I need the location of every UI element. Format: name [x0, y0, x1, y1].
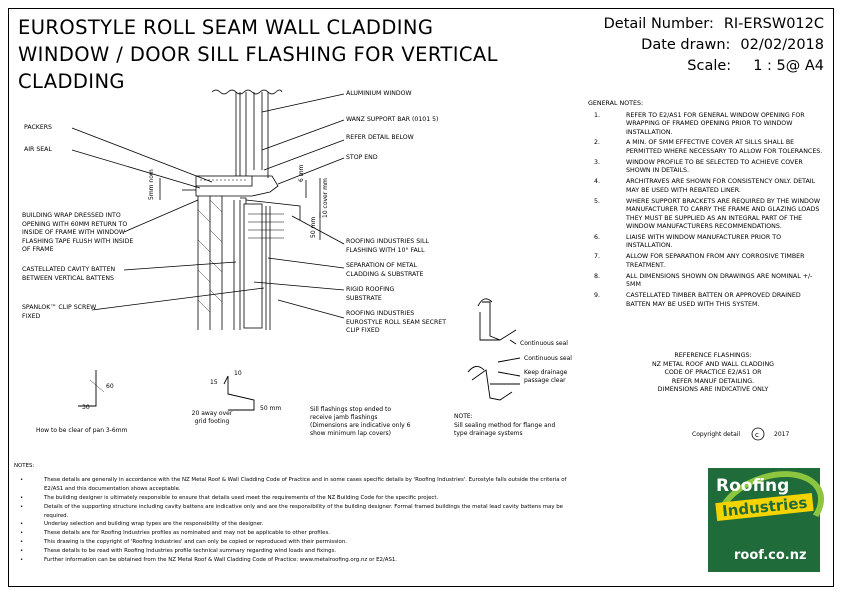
- general-notes: GENERAL NOTES: 1.REFER TO E2/AS1 FOR GEN…: [588, 100, 824, 312]
- general-notes-heading: GENERAL NOTES:: [588, 100, 644, 107]
- label-spanlok: SPANLOK™ CLIP SCREW FIXED: [22, 304, 97, 320]
- note-item: •Details of the supporting structure inc…: [20, 503, 563, 519]
- dim-10-cover: 10 cover mm: [322, 178, 329, 218]
- label-separation: SEPARATION OF METAL CLADDING & SUBSTRATE: [346, 262, 424, 278]
- note-item: •Underlay selection and building wrap ty…: [20, 521, 264, 528]
- general-note-item: 4.ARCHITRAVES ARE SHOWN FOR CONSISTENCY …: [594, 178, 816, 194]
- label-continuous-seal-2: Continuous seal: [524, 355, 572, 362]
- label-hem-note: How to be clear of pan 3-6mm: [36, 427, 128, 434]
- note-item: •Further information can be obtained fro…: [20, 557, 398, 564]
- title-line-3: CLADDING: [18, 70, 125, 93]
- reference-line: NZ METAL ROOF AND WALL CLADDING: [651, 360, 775, 368]
- note-item: •These details to be read with Roofing I…: [20, 548, 337, 555]
- notes-heading: NOTES:: [14, 463, 35, 469]
- general-note-item: 2.A MIN. OF 5mm EFFECTIVE COVER AT SILLS…: [594, 139, 823, 155]
- copyright-year: 2017: [774, 431, 790, 438]
- label-refer-detail: REFER DETAIL BELOW: [346, 134, 414, 141]
- reference-line: REFER MANUF DETAILING.: [671, 377, 755, 385]
- dim-50: 50 mm: [310, 216, 317, 238]
- label-keep-drainage: Keep drainage passage clear: [524, 369, 568, 384]
- general-note-item: 5.WHERE SUPPORT BRACKETS ARE REQUIRED BY…: [594, 197, 821, 231]
- label-grid-note: 20 away over grid footing: [191, 410, 233, 425]
- notes-block: NOTES: •These details are generally in a…: [14, 462, 574, 565]
- svg-text:c: c: [755, 431, 759, 439]
- note-item: •These details are generally in accordan…: [20, 476, 567, 492]
- dim-60: 60: [106, 383, 114, 390]
- note-item: •These details are for Roofing Industrie…: [20, 530, 330, 537]
- label-packers: PACKERS: [24, 124, 52, 131]
- label-aluminium-window: ALUMINIUM WINDOW: [346, 90, 412, 97]
- label-wanz-bar: WANZ SUPPORT BAR (0101 5): [346, 116, 439, 123]
- copyright-text: Copyright detail: [692, 431, 741, 438]
- reference-flashings: REFERENCE FLASHINGS: NZ METAL ROOF AND W…: [638, 352, 788, 395]
- detail-number-row: Detail Number:RI-ERSW012C: [603, 16, 824, 32]
- logo-url: roof.co.nz: [734, 548, 807, 563]
- roofing-industries-logo: Roofing Industries roof.co.nz: [705, 457, 835, 572]
- label-eurostyle-clip: ROOFING INDUSTRIES EUROSTYLE ROLL SEAM S…: [346, 310, 446, 334]
- label-stop-end: STOP END: [346, 154, 378, 161]
- label-air-seal: AIR SEAL: [24, 146, 52, 153]
- copyright-symbol: [751, 427, 765, 441]
- note-item: •The building designer is ultimately res…: [20, 494, 439, 501]
- note-item: •This drawing is the copyright of 'Roofi…: [20, 539, 347, 546]
- label-continuous-seal-1: Continuous seal: [520, 340, 568, 347]
- dim-5mm: 5mm nom: [148, 169, 155, 200]
- flashing-profiles: [78, 298, 521, 411]
- reference-line: DIMENSIONS ARE INDICATIVE ONLY: [657, 386, 769, 394]
- title-block-info: Detail Number:RI-ERSW012C Date drawn:02/…: [594, 14, 824, 77]
- general-note-item: 8.ALL DIMENSIONS SHOWN ON DRAWINGS ARE N…: [594, 272, 813, 289]
- label-sill-note: Sill flashings stop ended to receive jam…: [310, 406, 411, 437]
- title-line-2: WINDOW / DOOR SILL FLASHING FOR VERTICAL: [18, 43, 498, 66]
- reference-line: CODE OF PRACTICE E2/AS1 OR: [664, 369, 762, 377]
- label-note-heading: NOTE:: [454, 413, 473, 420]
- logo-word-roofing: Roofing: [716, 476, 790, 496]
- reference-heading: REFERENCE FLASHINGS:: [674, 352, 752, 359]
- scale-row: Scale:1 : 5@ A4: [687, 58, 824, 74]
- date-drawn-row: Date drawn:02/02/2018: [641, 37, 824, 53]
- dim-10: 10: [234, 370, 242, 377]
- label-castellated: CASTELLATED CAVITY BATTEN BETWEEN VERTIC…: [22, 266, 116, 282]
- general-note-item: 6.LIAISE WITH WINDOW MANUFACTURER PRIOR …: [594, 233, 782, 250]
- label-building-wrap: BUILDING WRAP DRESSED INTO OPENING WITH …: [22, 212, 134, 253]
- label-note-text: Sill sealing method for flange and type …: [454, 422, 556, 437]
- title-line-1: EUROSTYLE ROLL SEAM WALL CLADDING: [18, 16, 434, 39]
- dim-15: 15: [210, 379, 218, 386]
- drawing-frame: [8, 8, 834, 587]
- drawing-title: EUROSTYLE ROLL SEAM WALL CLADDING WINDOW…: [18, 14, 498, 95]
- label-sill-flashing: ROOFING INDUSTRIES SILL FLASHING WITH 10…: [346, 238, 429, 254]
- dim-30: 30: [82, 404, 90, 411]
- window-frame-section: [71, 89, 345, 330]
- general-note-item: 1.REFER TO E2/AS1 FOR GENERAL WINDOW OPE…: [594, 111, 805, 136]
- general-note-item: 3.WINDOW PROFILE TO BE SELECTED TO ACHIE…: [594, 158, 803, 175]
- general-note-item: 9.CASTELLATED TIMBER BATTEN OR APPROVED …: [594, 292, 801, 308]
- general-note-item: 7.ALLOW FOR SEPARATION FROM ANY CORROSIV…: [594, 253, 805, 269]
- label-rigid: RIGID ROOFING SUBSTRATE: [346, 286, 395, 302]
- dim-50mm: 50 mm: [260, 405, 282, 412]
- dim-6mm: 6 mm: [298, 164, 305, 182]
